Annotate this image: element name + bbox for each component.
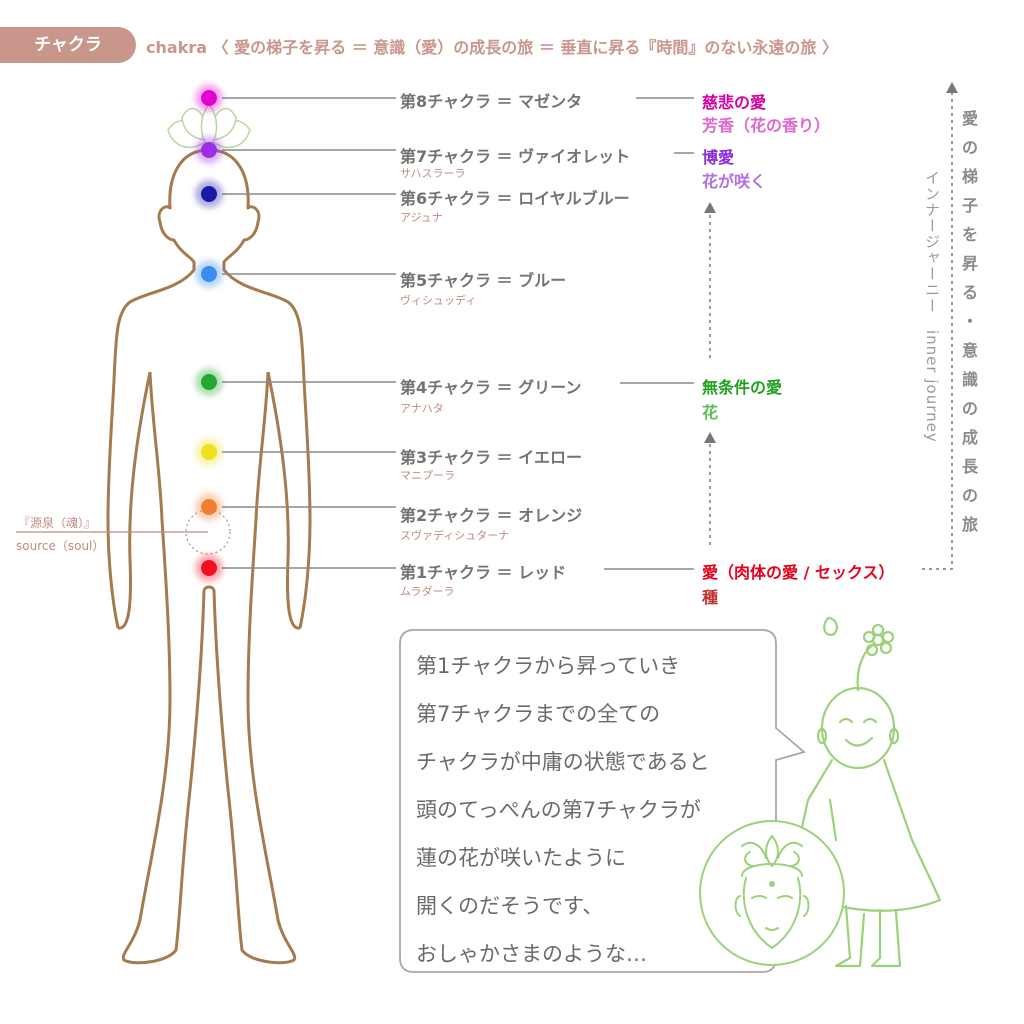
chakra-point: [201, 374, 217, 390]
vertical-title-char: る: [961, 283, 978, 302]
chakra-3-sublabel: マニプーラ: [400, 469, 455, 482]
chakra-2-sublabel: スヴァディシュターナ: [400, 529, 510, 542]
vertical-title-char: 子: [961, 196, 978, 215]
chakra-point: [201, 499, 217, 515]
source-label-en: source（soul）: [16, 539, 105, 553]
monk-character: [798, 616, 942, 968]
chakra-6-sublabel: アジュナ: [400, 211, 443, 224]
vertical-title-char: の: [961, 138, 978, 157]
vertical-title-char: 梯: [961, 167, 978, 186]
source-label-jp: 『源泉（魂）』: [18, 516, 97, 530]
chakra-3-label: 第3チャクラ ＝ イエロー: [400, 448, 582, 467]
chakra-8-label: 第8チャクラ ＝ マゼンタ: [400, 92, 583, 111]
love-level-physical-sub: 種: [702, 588, 719, 607]
header-badge: チャクラ: [0, 27, 136, 63]
bubble-line: 蓮の花が咲いたように: [416, 846, 626, 870]
bubble-line: 第7チャクラまでの全ての: [416, 702, 661, 726]
arrow-up-icon: [946, 82, 958, 93]
chakra-point: [201, 266, 217, 282]
love-level-physical: 愛（肉体の愛 / セックス）: [702, 563, 895, 582]
vertical-title-char: 成: [961, 428, 978, 447]
chakra-2-label: 第2チャクラ ＝ オレンジ: [400, 506, 583, 525]
love-level-unconditional: 無条件の愛: [702, 378, 783, 397]
vertical-title-char: を: [961, 225, 978, 244]
bubble-line: 開くのだそうです、: [416, 894, 604, 918]
body-outline: [106, 148, 312, 965]
arrow-heads: [704, 82, 958, 443]
chakra-point: [201, 142, 217, 158]
vertical-title-char: 昇: [961, 254, 978, 273]
love-level-compassion-sub: 芳香（花の香り）: [702, 116, 831, 135]
love-level-compassion: 慈悲の愛: [702, 93, 767, 112]
arrow-up-icon: [704, 202, 716, 213]
speech-bubble-text: 第1チャクラから昇っていき 第7チャクラまでの全ての チャクラが中庸の状態である…: [416, 642, 776, 978]
bubble-line: 頭のてっぺんの第7チャクラが: [416, 798, 701, 822]
vertical-title-char: 意: [961, 341, 978, 360]
chakra-point: [201, 444, 217, 460]
chakra-4-sublabel: アナハタ: [400, 402, 444, 415]
chakra-point: [201, 560, 217, 576]
vertical-title-char: の: [961, 486, 978, 505]
love-connectors: [604, 97, 694, 570]
bubble-line: おしゃかさまのような…: [416, 942, 647, 966]
header-title: chakra 〈 愛の梯子を昇る ＝ 意識（愛）の成長の旅 ＝ 垂直に昇る『時間…: [146, 38, 838, 57]
vertical-title-char: 長: [961, 457, 978, 476]
chakra-1-label: 第1チャクラ ＝ レッド: [400, 563, 567, 582]
chakra-6-label: 第6チャクラ ＝ ロイヤルブルー: [400, 189, 630, 208]
chakra-7-label: 第7チャクラ ＝ ヴァイオレット: [400, 147, 631, 166]
love-level-unconditional-sub: 花: [702, 403, 719, 422]
source-circle: [185, 509, 231, 555]
arrow-up-icon: [704, 432, 716, 443]
love-level-philanthropy: 博愛: [702, 148, 735, 167]
chakra-7-sublabel: サハスラーラ: [400, 167, 466, 180]
bubble-line: 第1チャクラから昇っていき: [416, 654, 681, 678]
vertical-title-char: の: [961, 399, 978, 418]
chakra-5-label: 第5チャクラ ＝ ブルー: [400, 271, 567, 290]
vertical-journey-label: インナージャーニー inner journey: [923, 170, 941, 443]
vertical-title-char: 旅: [961, 515, 978, 534]
buddha-face-icon: [699, 820, 845, 966]
chakra-5-sublabel: ヴィシュッディ: [400, 294, 477, 307]
chakra-1-sublabel: ムラダーラ: [400, 585, 455, 598]
chakra-point: [201, 90, 217, 106]
vertical-title-char: 愛: [961, 109, 978, 128]
progress-arrows: [709, 90, 953, 570]
chakra-point: [201, 186, 217, 202]
vertical-title: 愛の梯子を昇る・意識の成長の旅: [960, 104, 980, 539]
bubble-line: チャクラが中庸の状態であると: [416, 750, 710, 774]
love-level-philanthropy-sub: 花が咲く: [702, 172, 767, 191]
vertical-title-char: ・: [961, 312, 978, 331]
chakra-4-label: 第4チャクラ ＝ グリーン: [400, 378, 582, 397]
vertical-title-char: 識: [961, 370, 978, 389]
